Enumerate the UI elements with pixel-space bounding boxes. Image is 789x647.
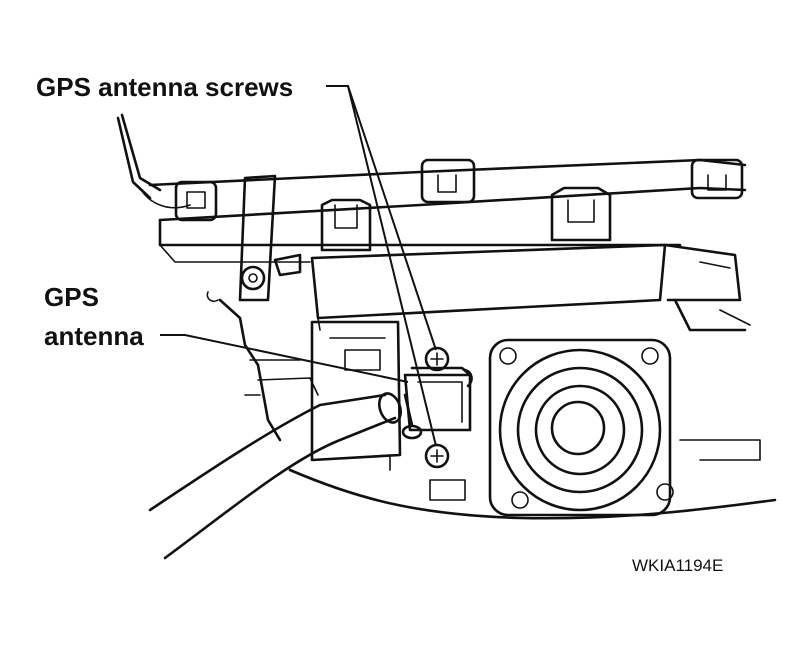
gps-antenna-screw-top: [424, 346, 450, 372]
gps-antenna-label-line1: GPS: [44, 282, 99, 312]
top-clip-right: [690, 158, 744, 200]
top-clip-left: [174, 180, 218, 222]
gps-antenna-label-line2: antenna: [44, 321, 144, 351]
dash-panel-illustration: [116, 113, 777, 560]
gps-antenna: [401, 366, 473, 440]
antenna-leader-line: [160, 334, 409, 383]
screws-leader-lines: [326, 85, 437, 447]
speaker: [488, 338, 674, 517]
connector-right: [550, 186, 612, 242]
connector-left: [320, 198, 372, 252]
figure-code: WKIA1194E: [632, 556, 723, 575]
top-clip-center: [420, 158, 476, 204]
gps-antenna-screw-bottom: [424, 443, 450, 469]
gps-antenna-screws-label: GPS antenna screws: [36, 72, 293, 102]
